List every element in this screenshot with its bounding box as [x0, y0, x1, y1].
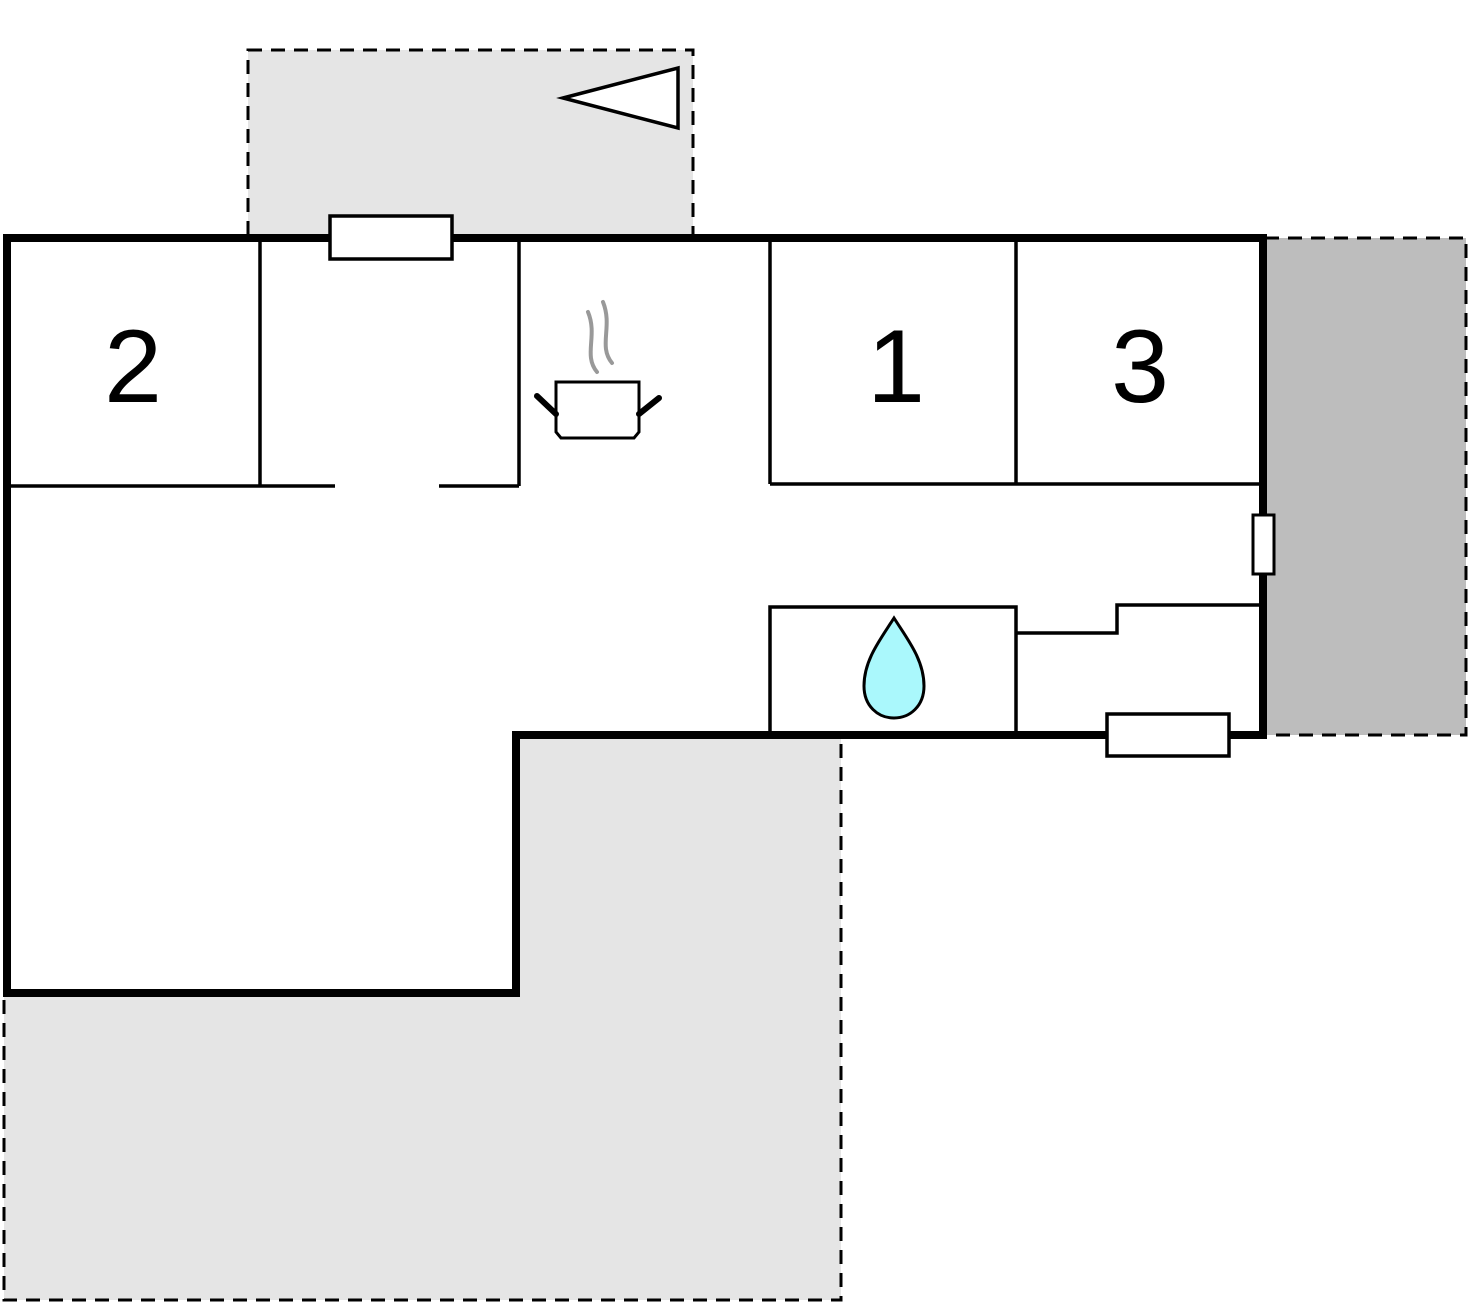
house-interior — [7, 238, 1263, 993]
interior-walls — [7, 238, 1263, 735]
water-drop-icon — [862, 615, 926, 720]
cooking-pot-icon — [534, 300, 662, 440]
window-top — [328, 214, 454, 261]
window-bottom — [1105, 712, 1231, 758]
room-label-3: 3 — [1111, 309, 1169, 425]
triangle-marker-icon — [556, 65, 680, 131]
window-right — [1251, 513, 1276, 576]
terrace-right — [1263, 236, 1468, 737]
room-label-2: 2 — [104, 309, 162, 425]
exterior-walls — [3, 234, 1267, 997]
terrace-top — [246, 48, 695, 240]
room-label-1: 1 — [867, 309, 925, 425]
